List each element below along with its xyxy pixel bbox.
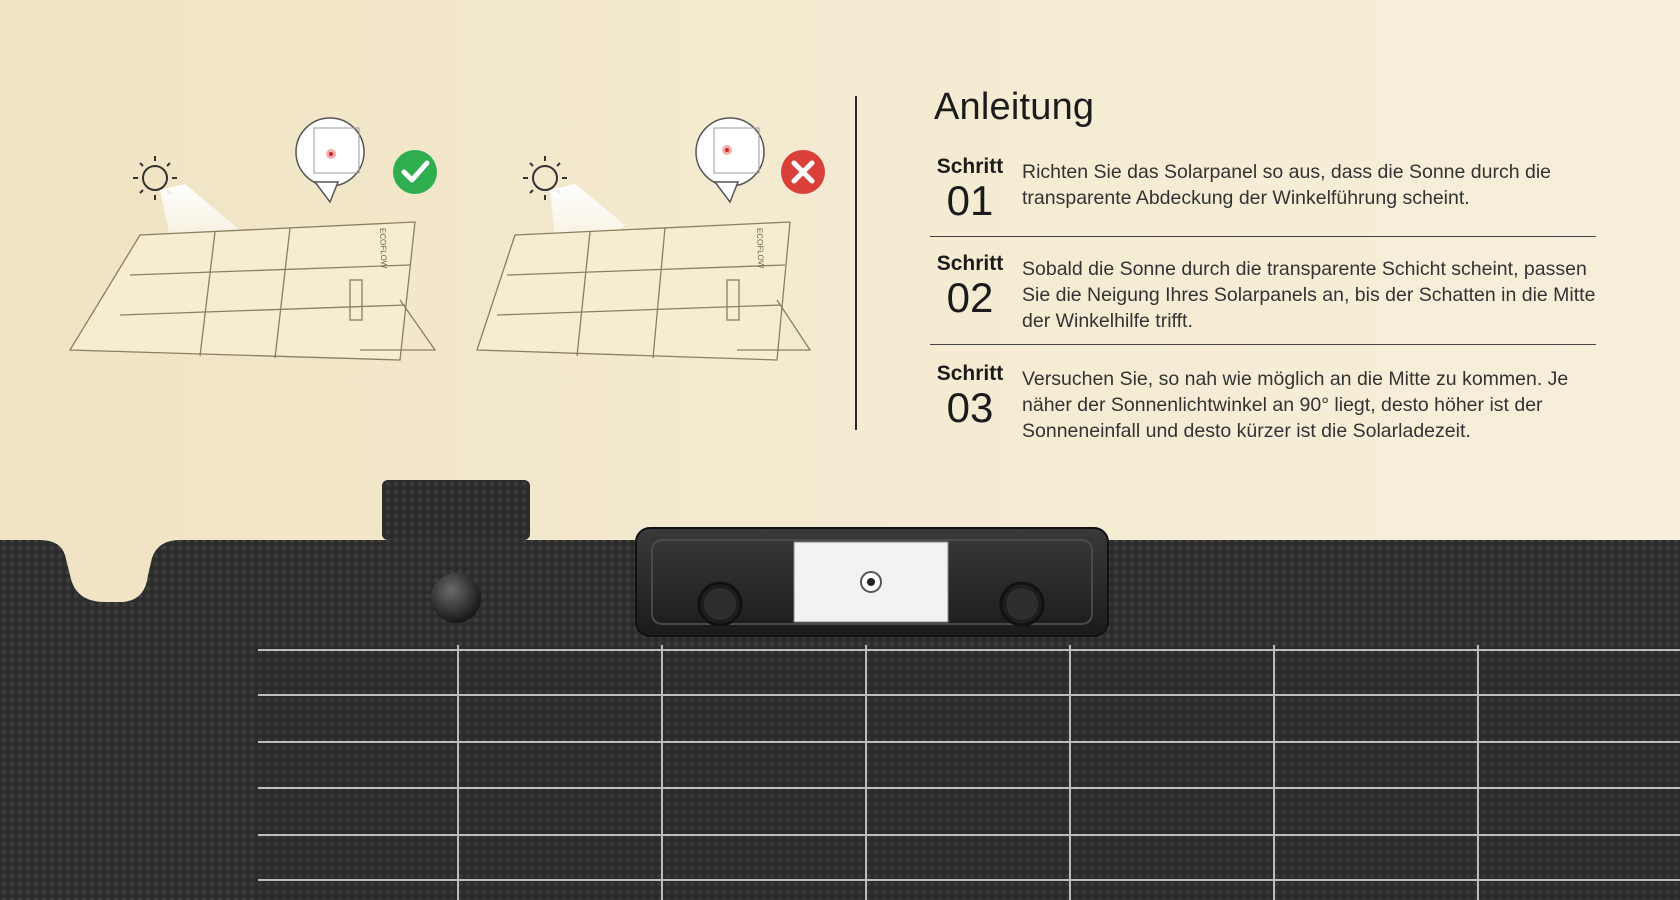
panel-strap (382, 480, 530, 540)
brand-label: ECOFLOW (755, 228, 765, 269)
guide-zoom-bubble (695, 117, 765, 204)
step-description: Sobald die Sonne durch die transparente … (1022, 258, 1596, 332)
cell-area (258, 645, 1680, 900)
step-divider (930, 344, 1596, 345)
grid-lines (258, 645, 1680, 900)
step-description: Versuchen Sie, so nah wie möglich an die… (1022, 368, 1569, 442)
step-description: Richten Sie das Solarpanel so aus, dass … (1022, 161, 1552, 209)
step-divider (930, 236, 1596, 237)
solar-panel-closeup (0, 480, 1680, 900)
solar-panel-drawing (68, 221, 437, 361)
check-icon (393, 150, 437, 194)
step-word: Schritt (936, 252, 1004, 275)
panel-knob (431, 573, 481, 623)
step-word: Schritt (936, 155, 1004, 178)
brand-label: ECOFLOW (378, 228, 388, 269)
correct-alignment-illustration: ECOFLOW (68, 117, 437, 361)
step-item: Schritt 03 Versuchen Sie, so nah wie mög… (930, 362, 1600, 452)
step-number: 02 (946, 274, 994, 321)
step-label: Schritt 01 (930, 155, 1010, 225)
step-word: Schritt (936, 362, 1004, 385)
sun-icon (133, 156, 177, 200)
guide-title: Anleitung (934, 86, 1095, 128)
vertical-divider (855, 96, 857, 430)
step-item: Schritt 02 Sobald die Sonne durch die tr… (930, 252, 1600, 342)
guide-zoom-bubble (295, 117, 365, 204)
step-label: Schritt 03 (930, 362, 1010, 432)
step-number: 01 (946, 177, 994, 224)
cross-icon (781, 150, 825, 194)
wrong-alignment-illustration: ECOFLOW (476, 117, 825, 361)
angle-guide (635, 527, 1109, 637)
solar-panel-drawing (476, 221, 812, 361)
step-number: 03 (946, 384, 994, 431)
step-item: Schritt 01 Richten Sie das Solarpanel so… (930, 155, 1600, 235)
step-label: Schritt 02 (930, 252, 1010, 322)
